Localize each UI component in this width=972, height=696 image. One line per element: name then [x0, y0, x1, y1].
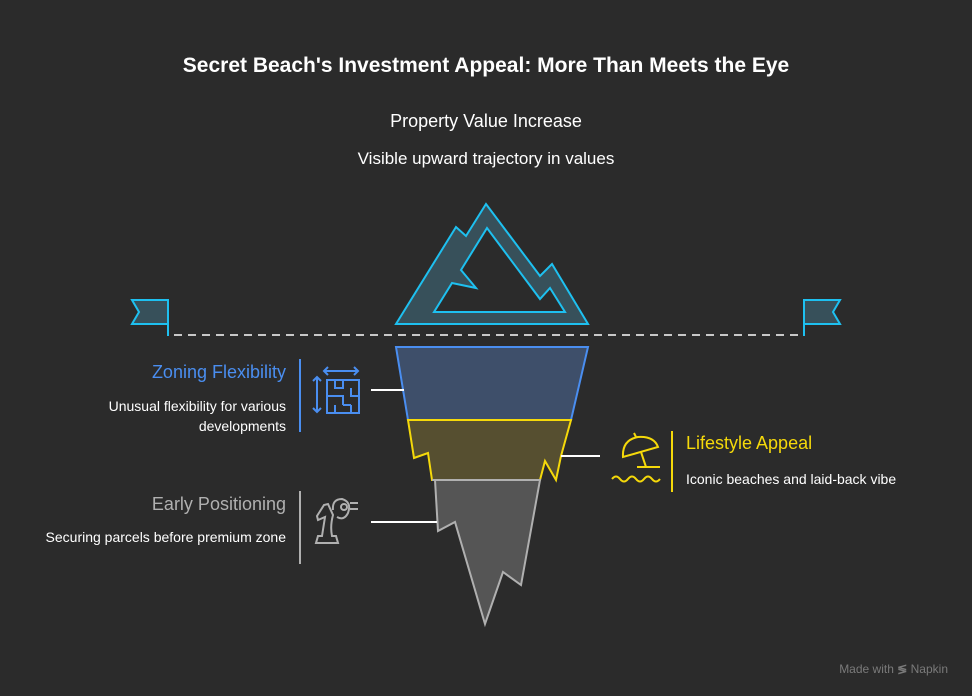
iceberg-tip — [394, 202, 590, 325]
zoning-heading: Zoning Flexibility — [151, 362, 286, 382]
floorplan-resize-icon — [312, 366, 360, 414]
early-heading: Early Positioning — [151, 494, 286, 514]
napkin-brand: Napkin — [910, 662, 948, 676]
right-flag-icon — [803, 299, 842, 336]
napkin-watermark: Made with ≶ Napkin — [839, 662, 948, 676]
layer-early — [432, 479, 542, 628]
layer-zoning — [394, 346, 590, 421]
layer-lifestyle — [406, 419, 573, 483]
beach-umbrella-icon — [611, 432, 661, 483]
left-flag-icon — [130, 299, 169, 336]
top-description: Visible upward trajectory in values — [357, 149, 615, 168]
lifestyle-description: Iconic beaches and laid-back vibe — [686, 471, 897, 487]
diagram-title: Secret Beach's Investment Appeal: More T… — [182, 54, 790, 77]
top-heading: Property Value Increase — [390, 111, 582, 131]
chess-knight-icon — [314, 497, 358, 544]
made-with-label: Made with — [839, 662, 894, 676]
early-description: Securing parcels before premium zone — [45, 529, 286, 545]
zoning-description: Unusual flexibility for various developm… — [108, 398, 286, 434]
lifestyle-heading: Lifestyle Appeal — [686, 433, 813, 453]
napkin-logo-icon: ≶ — [897, 662, 908, 676]
